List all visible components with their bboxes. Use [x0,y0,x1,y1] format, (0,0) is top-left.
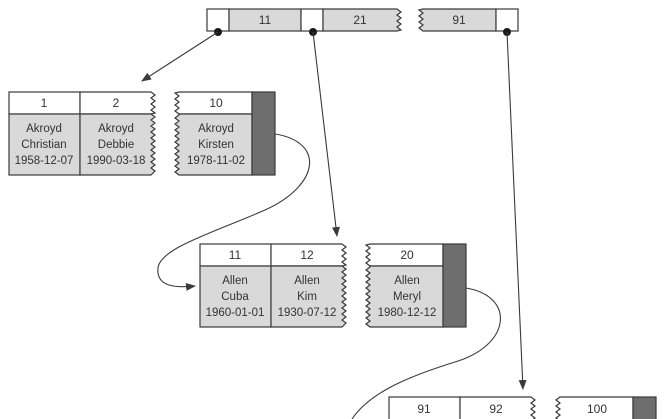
leaf-1-row-2-last-name: Akroyd [98,123,134,135]
leaf-2-row-2-first-name: Kim [297,291,317,303]
leaf-1-row-1-id: 1 [41,96,48,110]
root-pointer-dot-1 [214,28,222,36]
leaf-1-cell-3 [174,113,253,176]
leaf-1-row-3-id: 10 [209,96,223,110]
leaf-1-row-3-last-name: Akroyd [198,123,234,135]
leaf-2-row-3-dob: 1980-12-12 [378,307,437,319]
root-key-2: 21 [353,13,367,27]
leaf-1-row-2-id: 2 [113,96,120,110]
leaf-3-header-2 [459,396,536,419]
leaf-2-row-2-dob: 1930-07-12 [278,307,337,319]
leaf-2-row-1-first-name: Cuba [221,291,249,303]
leaf-page-2: 11 Allen Cuba 1960-01-01 12 Allen Kim 19… [199,243,467,328]
arrow-root-to-leaf-3 [506,31,527,390]
leaf-page-3: 91 92 100 [388,396,657,419]
leaf-3-row-3-id: 100 [587,402,607,416]
leaf-2-row-3-id: 20 [400,248,414,262]
leaf-2-row-1-id: 11 [229,248,242,262]
leaf-1-row-1-last-name: Akroyd [26,123,62,135]
leaf-3-next-link [632,396,657,419]
root-key-3: 91 [452,13,466,27]
root-key-cell-2 [322,8,403,32]
root-key-1: 11 [259,13,272,27]
leaf-2-cell-2 [270,265,347,328]
leaf-2-row-3-last-name: Allen [394,275,420,287]
leaf-2-cell-3 [365,265,444,328]
leaf-1-cell-1 [8,113,81,176]
leaf-2-next-link [442,243,467,328]
leaf-2-row-2-id: 12 [300,248,314,262]
root-node: 11 21 91 [206,8,519,36]
root-pointer-cell-2 [300,8,324,32]
leaf-1-row-2-first-name: Debbie [98,139,134,151]
leaf-2-row-2-last-name: Allen [294,275,320,287]
leaf-2-row-1-last-name: Allen [222,275,248,287]
leaf-1-row-1-dob: 1958-12-07 [15,155,74,167]
leaf-1-cell-2 [79,113,156,176]
leaf-1-row-1-first-name: Christian [21,139,66,151]
leaf-2-row-3-first-name: Meryl [393,291,421,303]
arrow-root-to-leaf-1 [141,31,219,82]
leaf-page-1: 1 Akroyd Christian 1958-12-07 2 Akroyd D… [8,91,276,176]
sibling-link-2-to-3 [351,287,501,419]
leaf-3-row-1-id: 91 [417,402,431,416]
leaf-3-row-2-id: 92 [489,402,503,416]
leaf-1-row-2-dob: 1990-03-18 [87,155,146,167]
arrow-root-to-leaf-2 [312,31,340,237]
leaf-2-row-1-dob: 1960-01-01 [206,307,265,319]
leaf-1-row-3-dob: 1978-11-02 [187,155,245,167]
leaf-1-next-link [251,91,276,176]
sibling-link-1-to-2 [157,133,311,291]
root-pointer-cell-1 [206,8,230,32]
root-pointer-cell-3 [495,8,519,32]
leaf-1-row-3-first-name: Kirsten [198,139,234,151]
